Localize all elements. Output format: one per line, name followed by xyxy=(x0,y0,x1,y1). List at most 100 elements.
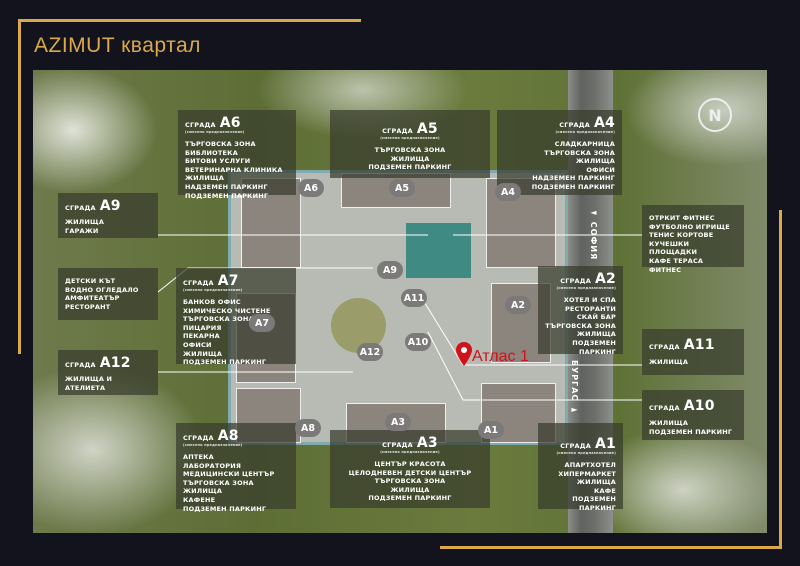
building-tag[interactable]: A10 xyxy=(405,333,431,351)
list-item: ЛАБОРАТОРИЯ xyxy=(183,461,242,470)
list-item: ВОДНО ОГЛЕДАЛО xyxy=(65,285,139,294)
list-item: БИБЛИОТЕКА xyxy=(185,148,238,157)
building-tag[interactable]: A1 xyxy=(478,421,504,439)
list-item: СЛАДКАРНИЦА xyxy=(554,140,615,148)
list-item: ВЕТЕРИНАРНА КЛИНИКА xyxy=(185,165,283,174)
atlas-1-marker[interactable]: Атлас 1 xyxy=(456,342,529,366)
list-item: ТЪРГОВСКА ЗОНА xyxy=(183,315,254,324)
panel-code: A7 xyxy=(217,273,239,289)
list-item: ЖИЛИЩА xyxy=(649,419,689,427)
list-item: АПТЕКА xyxy=(183,453,214,461)
building-tag[interactable]: A8 xyxy=(295,419,321,437)
list-item: ФУТБОЛНО ИГРИЩЕ xyxy=(649,222,730,231)
list-item: ОФИСИ xyxy=(586,165,615,174)
list-item: ПОДЗЕМЕН ПАРКИНГ xyxy=(185,191,269,200)
list-item: ПИЦАРИЯ xyxy=(183,323,222,332)
panel-code: A11 xyxy=(683,337,715,353)
list-item: ЖИЛИЩА xyxy=(649,358,689,366)
panel-code: A9 xyxy=(99,198,121,214)
list-item: ЖИЛИЩА xyxy=(65,218,105,226)
panel-code: A10 xyxy=(683,398,715,414)
building-tag[interactable]: A9 xyxy=(377,261,403,279)
building-tag[interactable]: A12 xyxy=(357,343,383,361)
panel-code: A8 xyxy=(217,428,239,444)
panel-note: (смесено предназначение) xyxy=(185,130,245,134)
list-item: ДЕТСКИ КЪТ xyxy=(65,277,116,285)
panel-note: (смесено предназначение) xyxy=(380,450,440,454)
building-tag[interactable]: A6 xyxy=(298,179,324,197)
building-tag[interactable]: A5 xyxy=(389,179,415,197)
road-label-sofia: ◄ СОФИЯ xyxy=(589,208,598,261)
list-item: ХИПЕРМАРКЕТ xyxy=(558,469,616,478)
building-tag[interactable]: A2 xyxy=(505,296,531,314)
list-item: ТЪРГОВСКА ЗОНА xyxy=(374,146,446,154)
list-item: ТЪРГОВСКА ЗОНА xyxy=(544,148,615,157)
list-item: ПОДЗЕМЕН ПАРКИНГ xyxy=(368,163,452,172)
building-tag[interactable]: A4 xyxy=(495,183,521,201)
panel-note: (смесено предназначение) xyxy=(380,136,440,140)
list-item: ПОДЗЕМЕН ПАРКИНГ xyxy=(572,495,616,512)
list-item: ТЪРГОВСКА ЗОНА xyxy=(183,478,254,487)
list-item: СКАЙ БАР xyxy=(576,313,616,322)
list-item: ЖИЛИЩА xyxy=(575,157,615,166)
list-item: ЖИЛИЩА xyxy=(185,174,225,183)
building-tag[interactable]: A11 xyxy=(401,289,427,307)
leader-line xyxy=(427,331,642,401)
panel-note: (смесено предназначение) xyxy=(556,451,616,455)
list-item: КАФЕ ТЕРАСА xyxy=(649,256,704,265)
map-pin-icon xyxy=(456,342,472,366)
list-item: ТЪРГОВСКА ЗОНА xyxy=(374,477,446,486)
compass-north-icon: N xyxy=(698,98,732,132)
panel-note: (смесено предназначение) xyxy=(556,286,616,290)
list-item: КАФЕНЕ xyxy=(183,495,216,504)
list-item: ПЕКАРНА xyxy=(183,332,220,341)
panel-label: СГРАДА xyxy=(65,204,96,212)
list-item: МЕДИЦИНСКИ ЦЕНТЪР xyxy=(183,470,275,479)
list-item: НАДЗЕМЕН ПАРКИНГ xyxy=(185,182,268,191)
panel-code: A6 xyxy=(219,115,241,131)
building-tag[interactable]: A3 xyxy=(385,413,411,431)
panel-label: СГРАДА xyxy=(183,279,214,287)
frame-bottom-line xyxy=(440,546,782,549)
list-item: ЦЕЛОДНЕВЕН ДЕТСКИ ЦЕНТЪР xyxy=(348,468,472,477)
panel-note: (смесено предназначение) xyxy=(183,288,243,292)
list-item: ПОДЗЕМЕН ПАРКИНГ xyxy=(183,358,267,367)
panel-label: СГРАДА xyxy=(382,127,413,135)
marker-label: Атлас 1 xyxy=(472,348,529,365)
list-item: ЖИЛИЩА xyxy=(390,154,430,163)
list-item: ПОДЗЕМЕН ПАРКИНГ xyxy=(183,504,267,513)
list-item: ОТРКИТ ФИТНЕС xyxy=(649,214,715,222)
list-item: КУЧЕШКИ ПЛОЩАДКИ xyxy=(649,239,698,257)
panel-label: СГРАДА xyxy=(560,442,592,450)
list-item: ФИТНЕС xyxy=(649,265,682,274)
list-item: АМФИТЕАТЪР xyxy=(65,294,120,303)
panel-label: СГРАДА xyxy=(382,441,413,449)
panel-label: СГРАДА xyxy=(560,277,592,285)
list-item: КАФЕ xyxy=(593,486,616,495)
frame-right-line xyxy=(779,210,782,549)
panel-label: СГРАДА xyxy=(183,434,214,442)
list-item: ПОДЗЕМЕН ПАРКИНГ xyxy=(368,494,452,503)
panel-label: СГРАДА xyxy=(649,404,680,412)
building-tag[interactable]: A7 xyxy=(249,314,275,332)
panel-label: СГРАДА xyxy=(559,121,591,129)
page-title: AZIMUT квартал xyxy=(34,34,201,57)
list-item: ТЪРГОВСКА ЗОНА xyxy=(545,321,616,330)
list-item: ПОДЗЕМЕН ПАРКИНГ xyxy=(649,427,733,436)
list-item: ПОДЗЕМЕН ПАРКИНГ xyxy=(572,338,616,356)
frame-left-line xyxy=(18,19,21,354)
panel-label: СГРАДА xyxy=(185,121,216,129)
list-item: ТЕНИС КОРТОВЕ xyxy=(649,231,714,240)
